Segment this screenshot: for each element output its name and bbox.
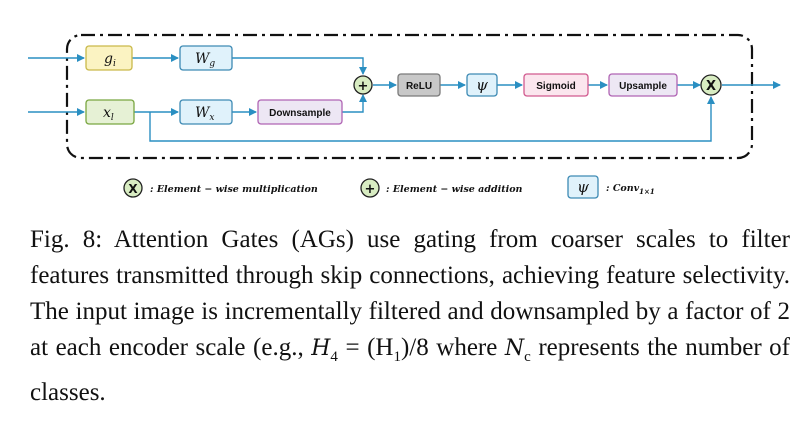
wg-box bbox=[179, 45, 233, 71]
gi-sub: i bbox=[113, 59, 116, 69]
multiply-symbol: X bbox=[706, 79, 716, 94]
downsample-box bbox=[257, 99, 343, 125]
legend-psi-symbol: ψ bbox=[577, 178, 589, 196]
caption-math-h4: H bbox=[311, 336, 331, 361]
wx-block: Wx bbox=[179, 99, 233, 125]
gi-label: g bbox=[104, 51, 113, 67]
svg-text:xl: xl bbox=[103, 105, 114, 123]
xl-sub: l bbox=[111, 113, 114, 123]
legend-conv-sub: 1×1 bbox=[639, 187, 655, 196]
legend: X : Element − wise multiplication + : El… bbox=[123, 175, 655, 199]
wg-sub: g bbox=[209, 59, 215, 69]
legend-multiply-circle bbox=[123, 178, 143, 198]
attention-gate-boundary bbox=[65, 33, 754, 160]
caption-math-h1-sub: 1 bbox=[393, 349, 401, 365]
add-operator: + bbox=[353, 75, 373, 95]
legend-add-circle bbox=[360, 178, 380, 198]
wg-label: W bbox=[195, 51, 211, 67]
legend-multiply-text: : Element − wise multiplication bbox=[150, 184, 318, 195]
legend-add-symbol: + bbox=[365, 182, 376, 197]
caption-text-3: represents the number of classes. bbox=[30, 334, 791, 406]
relu-block: ReLU bbox=[397, 73, 441, 97]
legend-add: + : Element − wise addition bbox=[360, 178, 523, 198]
skip-connection-arrow bbox=[149, 96, 715, 142]
wx-sub: x bbox=[209, 113, 214, 123]
relu-label: ReLU bbox=[406, 81, 432, 92]
xl-block: xl bbox=[85, 99, 135, 125]
downsample-label: Downsample bbox=[269, 108, 331, 119]
caption-math-end: )/8 bbox=[400, 334, 429, 361]
upsample-block: Upsample bbox=[608, 73, 678, 97]
legend-multiply: X : Element − wise multiplication bbox=[123, 178, 318, 198]
add-circle bbox=[353, 75, 373, 95]
relu-box bbox=[397, 73, 441, 97]
legend-add-text: : Element − wise addition bbox=[386, 184, 523, 195]
downsample-block: Downsample bbox=[257, 99, 343, 125]
sigmoid-box bbox=[523, 73, 589, 97]
multiply-circle bbox=[700, 74, 722, 96]
caption-text-1: Attention Gates (AGs) use gating from co… bbox=[30, 226, 790, 361]
multiply-operator: X bbox=[700, 74, 722, 96]
upsample-box bbox=[608, 73, 678, 97]
caption-math-nc-sub: c bbox=[524, 349, 531, 365]
downsample-to-add-arrow bbox=[342, 94, 367, 113]
add-symbol: + bbox=[358, 79, 369, 94]
sigmoid-label: Sigmoid bbox=[536, 81, 575, 92]
psi-label: ψ bbox=[476, 76, 488, 94]
figure-caption: Fig. 8: Attention Gates (AGs) use gating… bbox=[30, 222, 790, 411]
xl-box bbox=[85, 99, 135, 125]
legend-conv: ψ : Conv1×1 bbox=[567, 175, 655, 199]
svg-text:: Conv1×1: : Conv1×1 bbox=[606, 183, 655, 196]
caption-math-nc: N bbox=[504, 336, 525, 361]
gi-block: gi bbox=[85, 45, 133, 71]
sigmoid-block: Sigmoid bbox=[523, 73, 589, 97]
legend-psi-box bbox=[567, 175, 599, 199]
caption-fig-label: Fig. 8: bbox=[30, 226, 103, 253]
caption-math-eq: = (H bbox=[337, 334, 394, 361]
upsample-label: Upsample bbox=[619, 81, 667, 92]
svg-text:Wx: Wx bbox=[195, 105, 214, 123]
attention-gate-diagram: gi Wg xl Wx Downsample + ReLU ψ Sigmoid bbox=[28, 33, 781, 199]
wg-to-add-arrow bbox=[232, 57, 367, 75]
svg-text:gi: gi bbox=[104, 51, 116, 69]
wx-box bbox=[179, 99, 233, 125]
xl-label: x bbox=[103, 105, 111, 121]
psi-box bbox=[466, 73, 498, 97]
wg-block: Wg bbox=[179, 45, 233, 71]
wx-label: W bbox=[195, 105, 211, 121]
caption-text-2: where bbox=[428, 334, 505, 361]
psi-block: ψ bbox=[466, 73, 498, 97]
gi-box bbox=[85, 45, 133, 71]
legend-multiply-symbol: X bbox=[128, 182, 138, 196]
caption-math-h4-sub: 4 bbox=[330, 349, 338, 365]
legend-conv-text: : Conv bbox=[606, 183, 640, 194]
svg-text:Wg: Wg bbox=[195, 51, 215, 69]
